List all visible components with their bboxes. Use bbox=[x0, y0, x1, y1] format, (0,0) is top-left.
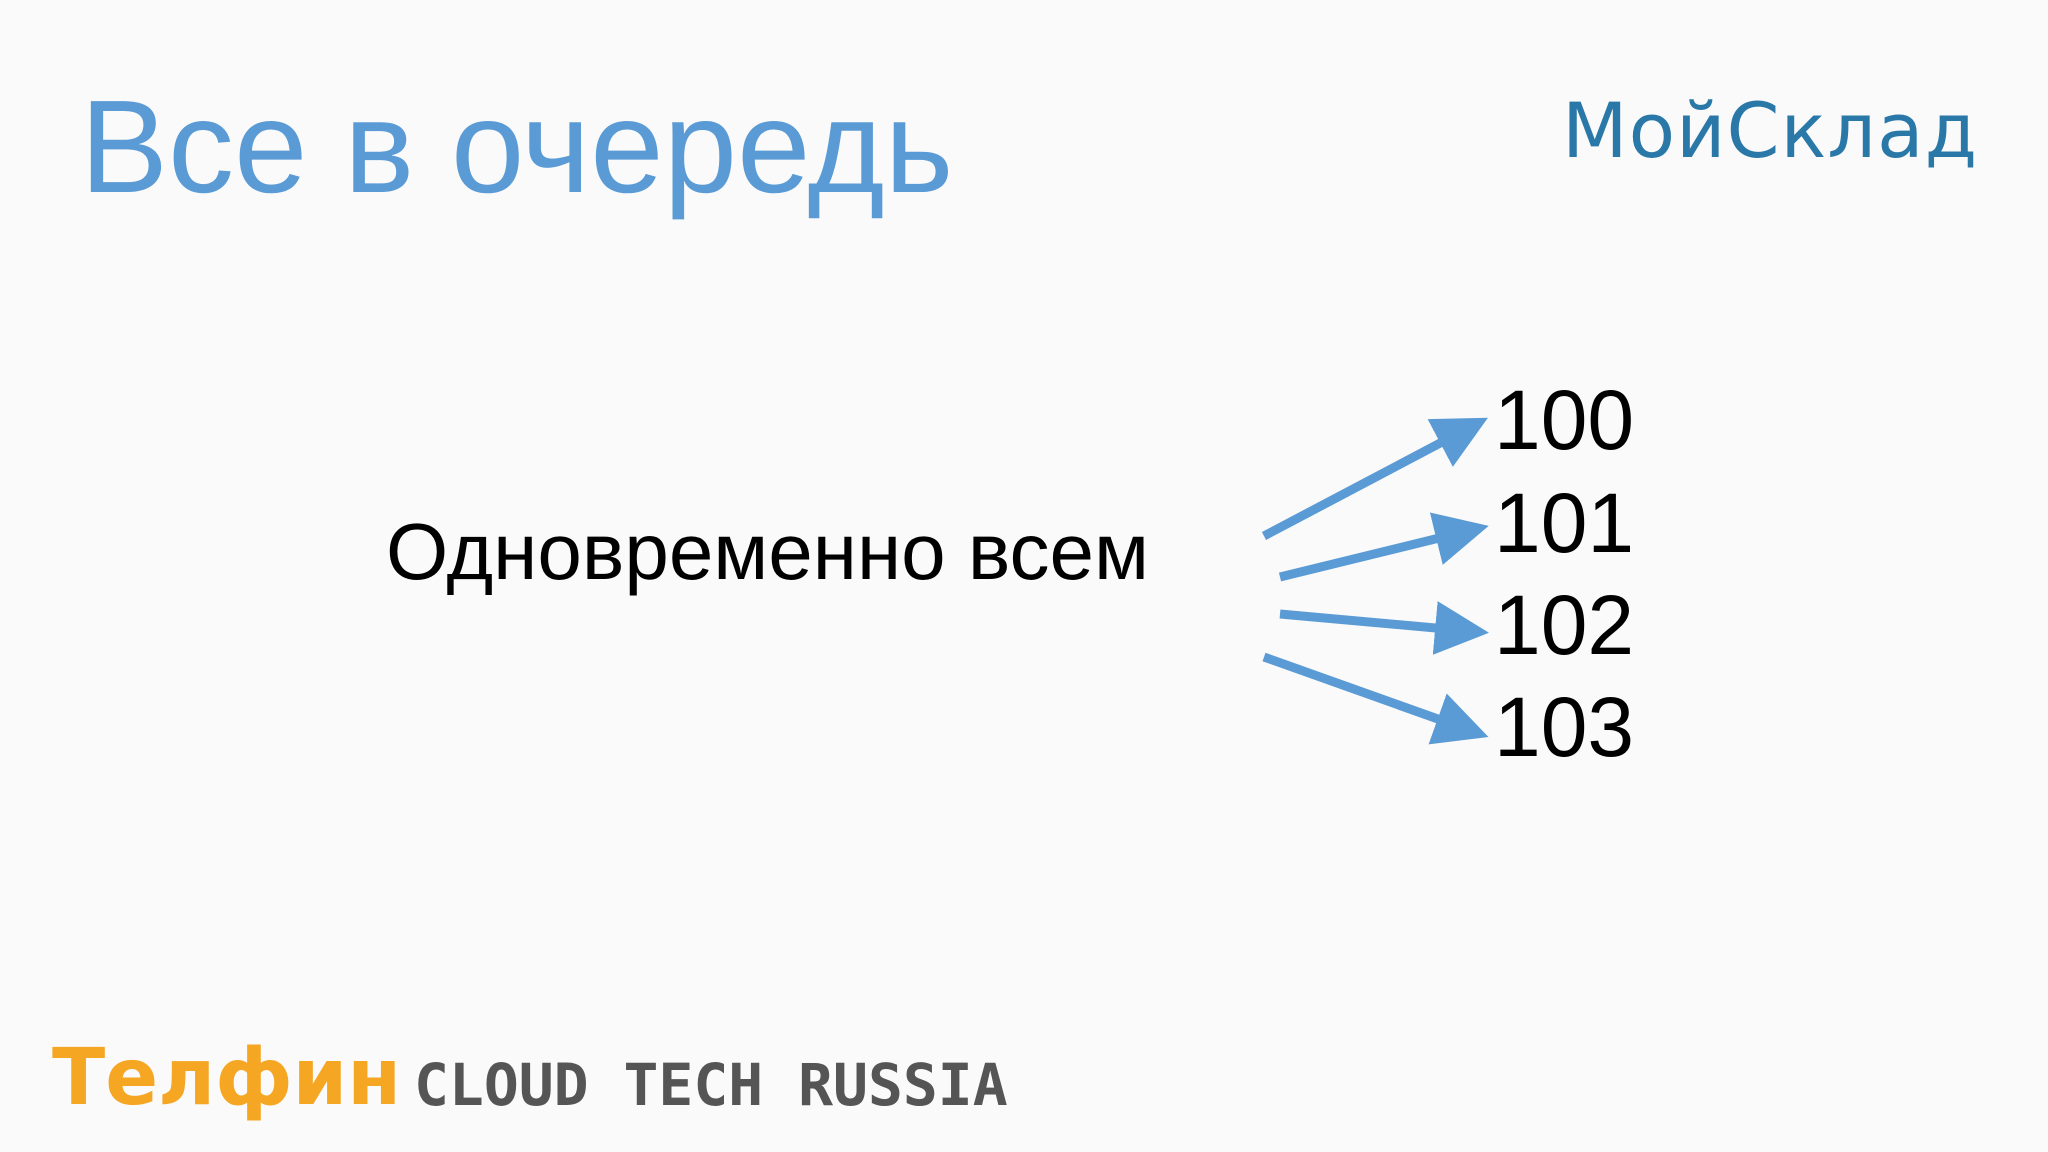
slide-title: Все в очередь bbox=[80, 73, 954, 220]
target-101: 101 bbox=[1494, 476, 1635, 570]
telfin-logo: Телфин bbox=[52, 1033, 402, 1123]
arrow-to-102 bbox=[1279, 601, 1489, 655]
arrow-to-101 bbox=[1278, 512, 1489, 582]
arrow-to-103 bbox=[1262, 652, 1489, 745]
source-label: Одновременно всем bbox=[386, 507, 1149, 596]
event-name: CLOUD TECH RUSSIA bbox=[414, 1051, 1008, 1119]
moysklad-logo: МойСклад bbox=[1562, 86, 1979, 175]
target-100: 100 bbox=[1494, 373, 1635, 467]
arrow-to-100 bbox=[1261, 417, 1488, 540]
target-102: 102 bbox=[1494, 578, 1635, 672]
target-103: 103 bbox=[1494, 680, 1635, 774]
